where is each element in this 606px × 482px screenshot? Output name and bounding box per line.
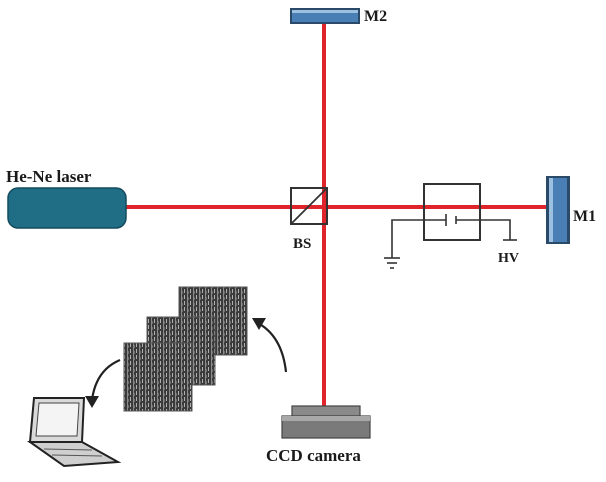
laptop-icon — [26, 397, 122, 468]
laser-label: He-Ne laser — [6, 167, 92, 186]
hv-label: HV — [498, 251, 519, 266]
ccd-camera — [281, 405, 371, 439]
mirror-m1 — [546, 176, 570, 244]
mirror1-label: M1 — [573, 208, 596, 225]
mirror-m2 — [290, 8, 360, 24]
camera-label: CCD camera — [266, 446, 361, 465]
speckle-image-front — [123, 342, 193, 412]
beam-splitter-cube — [290, 187, 328, 225]
ground-symbol — [384, 240, 400, 269]
curved-arrow — [252, 318, 288, 373]
curved-arrow — [85, 358, 121, 408]
mirror2-label: M2 — [364, 8, 387, 25]
electro-optic-cell — [391, 183, 511, 241]
laser-source — [7, 187, 127, 229]
beam-splitter-label: BS — [293, 236, 311, 252]
speckle-images — [123, 286, 248, 412]
